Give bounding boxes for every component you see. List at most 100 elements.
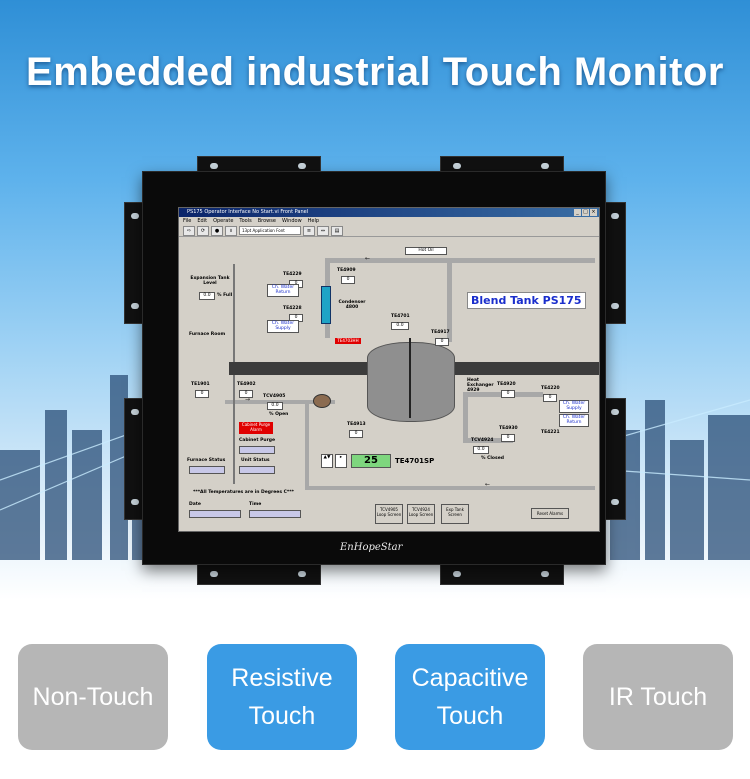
menu-file[interactable]: File: [183, 218, 192, 224]
setpoint-step-icon[interactable]: ▸: [335, 454, 347, 468]
menu-browse[interactable]: Browse: [257, 218, 276, 224]
value-tcv4924: 0.0: [473, 446, 489, 454]
exp-tank-screen-button[interactable]: Exp Tank Screen: [441, 504, 469, 524]
flow-arrow-right-icon: →: [245, 396, 251, 403]
close-icon[interactable]: ×: [590, 209, 597, 216]
monitor-screen[interactable]: PS175 Operator Interface No Start.vi Fro…: [178, 207, 600, 532]
flow-arrow-bottom-icon: ←: [485, 481, 491, 488]
blend-tank-title: Blend Tank PS175: [467, 292, 586, 309]
tank-agitator: [409, 338, 411, 418]
cabinet-purge-indicator: [239, 446, 275, 454]
continuous-run-icon[interactable]: ⟳: [197, 225, 209, 236]
condenser-graphic: [321, 286, 331, 324]
tcv4924-loop-screen-button[interactable]: TCV4924 Loop Screen: [407, 504, 435, 524]
value-te4917: 0: [435, 338, 449, 346]
date-label: Date: [189, 502, 201, 507]
option-ir-touch[interactable]: IR Touch: [583, 644, 733, 750]
reset-alarms-button[interactable]: Reset Alarms: [531, 508, 569, 519]
mounting-bracket-bottom-left: [197, 563, 321, 585]
pct-full-label: % Full: [217, 293, 233, 298]
tag-te4229: TE4229: [283, 272, 302, 277]
blend-tank-graphic: [367, 342, 455, 422]
option-capacitive-touch[interactable]: Capacitive Touch: [395, 644, 545, 750]
tag-te4221: TE4221: [541, 430, 560, 435]
brand-logo: EnHopeStar: [340, 542, 403, 553]
pipe-center-vertical: [447, 258, 452, 342]
abort-icon[interactable]: ●: [211, 225, 223, 236]
menu-tools[interactable]: Tools: [239, 218, 252, 224]
value-te4913: 0: [349, 430, 363, 438]
value-te4920: 0: [501, 390, 515, 398]
toolbar: ⇨ ⟳ ● ॥ 13pt Application Font ≡ ⇔ ▤: [179, 225, 599, 237]
menu-edit[interactable]: Edit: [197, 218, 208, 224]
tag-te4701: TE4701: [391, 314, 410, 319]
condenser-label: Condenser 4800: [338, 300, 366, 310]
heat-exchanger-label: Heat Exchanger 4929: [467, 378, 494, 393]
reorder-icon[interactable]: ▤: [331, 225, 343, 236]
align-icon[interactable]: ≡: [303, 225, 315, 236]
pipe-bottom: [305, 486, 595, 490]
ch-water-return-label: Ch. Water Return: [267, 284, 299, 297]
expansion-tank-value: 0.0: [199, 292, 215, 300]
setpoint-stepper[interactable]: ▲▼: [321, 454, 333, 468]
pipe-exchanger-vertical: [463, 392, 468, 442]
unit-status-indicator: [239, 466, 275, 474]
pipe-top: [325, 258, 595, 263]
value-tcv4905: 0.0: [267, 402, 283, 410]
ch-water-return-label-right: Ch. Water Return: [559, 414, 589, 427]
tag-te4920: TE4920: [497, 382, 516, 387]
menu-help[interactable]: Help: [307, 218, 320, 224]
pipe-exchanger-return: [463, 438, 513, 443]
cabinet-purge-label: Cabinet Purge: [239, 438, 276, 443]
value-te4930: 0: [501, 434, 515, 442]
date-field: [189, 510, 241, 518]
window-title: PS175 Operator Interface No Start.vi Fro…: [187, 209, 309, 215]
expansion-tank-label: Expansion Tank Level: [190, 276, 230, 286]
ch-water-supply-label-right: Ch. Water Supply: [559, 400, 589, 413]
option-non-touch[interactable]: Non-Touch: [18, 644, 168, 750]
tag-te1901: TE1901: [191, 382, 210, 387]
tag-te4902: TE4902: [237, 382, 256, 387]
ch-water-supply-label: Ch. Water Supply: [267, 320, 299, 333]
pause-icon[interactable]: ॥: [225, 225, 237, 236]
setpoint-value[interactable]: 25: [351, 454, 391, 468]
alarm-te4703hh: TE4703HH: [335, 338, 361, 344]
temperatures-note: ***All Temperatures are in Degrees C***: [193, 490, 294, 495]
pipe-lower-vertical: [305, 400, 309, 490]
setpoint-tag: TE4701SP: [395, 457, 435, 465]
tag-te4930: TE4930: [499, 426, 518, 431]
cabinet-purge-alarm: Cabinet Purge Alarm: [239, 422, 273, 434]
window-titlebar[interactable]: PS175 Operator Interface No Start.vi Fro…: [179, 208, 599, 217]
mounting-bracket-right-upper: [604, 202, 626, 324]
mounting-bracket-bottom-right: [440, 563, 564, 585]
run-arrow-icon[interactable]: ⇨: [183, 225, 195, 236]
flow-arrow-left-icon: ←: [365, 255, 371, 262]
menu-operate[interactable]: Operate: [213, 218, 234, 224]
distribute-icon[interactable]: ⇔: [317, 225, 329, 236]
tag-tcv4924: TCV4924: [471, 438, 494, 443]
scada-front-panel: Hot Oil Blend Tank PS175 Expansion Tank …: [185, 242, 599, 527]
minimize-icon[interactable]: _: [574, 209, 581, 216]
furnace-room-label: Furnace Room: [189, 332, 226, 337]
unit-status-label: Unit Status: [241, 458, 270, 463]
page-headline: Embedded industrial Touch Monitor: [26, 50, 724, 94]
tag-te4913: TE4913: [347, 422, 366, 427]
menu-bar: File Edit Operate Tools Browse Window He…: [179, 217, 599, 225]
option-resistive-touch[interactable]: Resistive Touch: [207, 644, 357, 750]
value-te4909: 0: [341, 276, 355, 284]
tag-te4220: TE4220: [541, 386, 560, 391]
tcv4905-loop-screen-button[interactable]: TCV4905 Loop Screen: [375, 504, 403, 524]
time-field: [249, 510, 301, 518]
value-te4220: 0: [543, 394, 557, 402]
time-label: Time: [249, 502, 262, 507]
tag-tcv4905: TCV4905: [263, 394, 286, 399]
furnace-status-label: Furnace Status: [187, 458, 226, 463]
menu-window[interactable]: Window: [281, 218, 302, 224]
hot-oil-label: Hot Oil: [405, 247, 447, 255]
maximize-icon[interactable]: □: [582, 209, 589, 216]
font-selector[interactable]: 13pt Application Font: [239, 226, 301, 235]
pct-closed-label: % Closed: [481, 456, 504, 461]
value-te4902: 0: [239, 390, 253, 398]
tag-te4909: TE4909: [337, 268, 356, 273]
tag-te4228: TE4228: [283, 306, 302, 311]
